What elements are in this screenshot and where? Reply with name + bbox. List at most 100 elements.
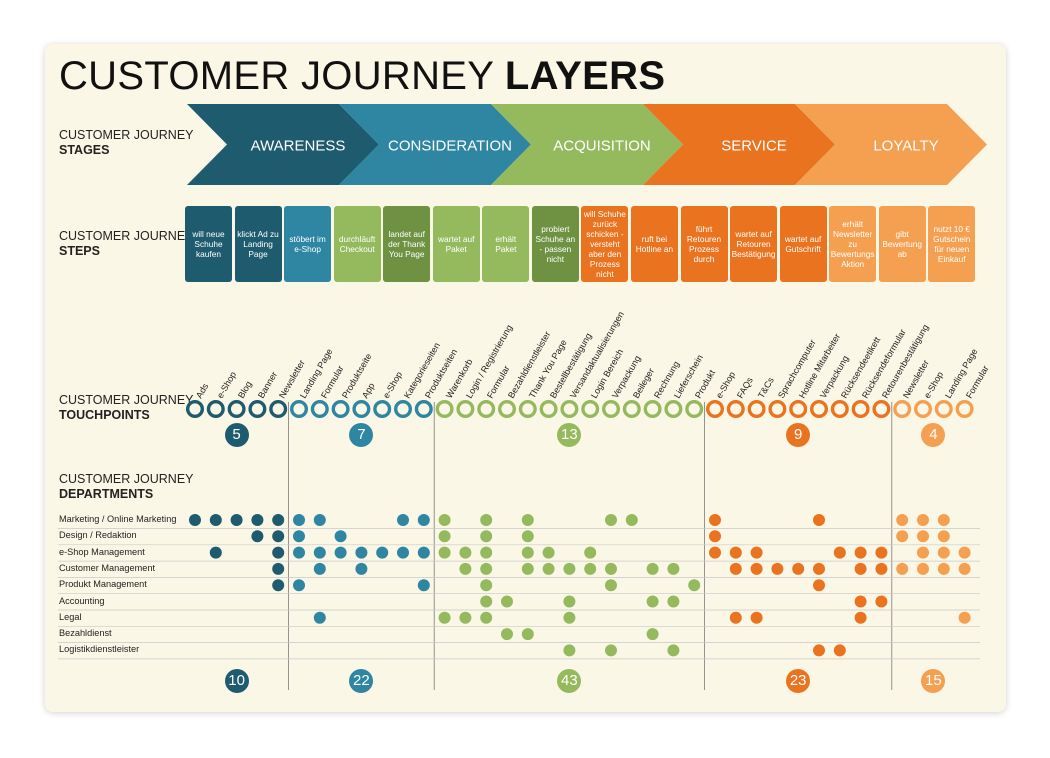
department-label-2: e-Shop Management (59, 546, 145, 557)
department-dot-7-1 (521, 628, 534, 641)
touchpoint-circle-18 (560, 400, 579, 419)
department-dot-1-10 (937, 530, 950, 543)
department-dot-6-0 (313, 611, 326, 624)
department-dot-5-6 (875, 595, 888, 608)
touchpoint-circle-24 (685, 400, 704, 419)
touchpoint-circle-13 (456, 400, 475, 419)
department-dot-0-1 (209, 514, 222, 526)
step-box-15: nutzt 10 € Gutschein für neuen Einkauf (928, 206, 976, 282)
touchpoint-circle-6 (310, 400, 329, 419)
department-dot-0-5 (293, 514, 305, 526)
department-dot-0-14 (709, 514, 721, 526)
step-box-7: probiert Schuhe an - passen nicht (531, 206, 579, 282)
department-dot-3-15 (792, 562, 805, 575)
touchpoint-circle-28 (768, 400, 787, 419)
department-dot-1-9 (917, 530, 929, 543)
department-dot-4-1 (293, 579, 305, 592)
department-dot-6-3 (480, 611, 493, 624)
stage-chevron-3 (643, 104, 835, 185)
department-label-1: Design / Redaktion (59, 530, 137, 541)
touchpoint-count-3: 9 (786, 423, 811, 447)
department-dot-8-0 (563, 644, 576, 657)
touchpoint-circle-30 (810, 400, 829, 419)
department-dot-3-14 (771, 562, 784, 575)
touchpoint-circle-10 (394, 400, 413, 419)
touchpoint-circle-11 (414, 400, 433, 419)
department-dot-5-3 (646, 595, 659, 608)
department-dot-0-10 (480, 514, 493, 526)
touchpoint-circle-22 (643, 400, 662, 419)
department-dot-1-0 (251, 530, 264, 543)
department-dot-0-8 (417, 514, 430, 526)
step-box-8: will Schuhe zurück schicken - versteht a… (581, 206, 629, 282)
department-dot-2-5 (355, 546, 368, 559)
touchpoint-circle-0 (185, 400, 204, 419)
department-dot-2-7 (397, 546, 409, 559)
department-dot-1-1 (272, 530, 285, 543)
page-title: CUSTOMER JOURNEY LAYERS (59, 54, 666, 98)
department-dot-5-4 (667, 595, 680, 608)
department-dot-6-7 (854, 611, 867, 624)
department-dot-0-2 (230, 514, 243, 526)
department-dot-2-19 (854, 546, 867, 559)
department-dot-4-2 (417, 579, 430, 592)
department-dot-3-4 (480, 562, 493, 575)
touchpoint-circle-31 (830, 400, 849, 419)
department-dot-3-21 (937, 562, 950, 575)
department-dot-0-17 (917, 514, 929, 526)
stage-label-0: AWARENESS (251, 138, 346, 155)
department-dot-2-8 (417, 546, 430, 559)
department-dot-3-8 (584, 562, 597, 575)
step-box-11: wartet auf Retouren Bestätigung (730, 206, 778, 282)
department-dot-8-1 (605, 644, 617, 657)
department-dot-5-2 (563, 595, 576, 608)
department-dot-0-12 (605, 514, 617, 526)
step-box-3: durchläuft Checkout (333, 206, 381, 282)
step-box-4: landet auf der Thank You Page (383, 206, 431, 282)
stage-label-4: LOYALTY (873, 138, 938, 155)
department-label-0: Marketing / Online Marketing (59, 514, 177, 524)
department-dot-2-14 (584, 546, 597, 559)
department-label-6: Legal (59, 611, 82, 622)
department-dot-0-7 (397, 514, 409, 526)
department-dot-7-2 (646, 628, 659, 641)
stage-label-1: CONSIDERATION (388, 138, 512, 155)
department-dot-1-2 (293, 530, 305, 543)
step-box-14: gibt Bewertung ab (878, 206, 926, 282)
department-dot-2-13 (542, 546, 555, 559)
step-box-13: erhält Newsletter zu Bewertungs Aktion (829, 206, 877, 282)
department-dot-1-3 (334, 530, 347, 543)
touchpoint-circle-16 (518, 400, 537, 419)
touchpoint-circle-35 (914, 400, 933, 419)
step-box-9: ruft bei Hotline an (630, 206, 678, 282)
department-count-1: 22 (349, 669, 374, 693)
touchpoint-circle-17 (539, 400, 558, 419)
department-dot-6-8 (958, 611, 971, 624)
department-dot-4-4 (605, 579, 617, 592)
department-dot-6-2 (459, 611, 472, 624)
touchpoint-circle-4 (269, 400, 288, 419)
department-dot-2-16 (729, 546, 742, 559)
touchpoint-circle-25 (706, 400, 725, 419)
department-dot-8-2 (667, 644, 680, 657)
department-label-7: Bezahldienst (59, 628, 112, 639)
touchpoint-circle-12 (435, 400, 454, 419)
department-dot-4-0 (272, 579, 285, 592)
touchpoint-circle-21 (622, 400, 641, 419)
touchpoint-circle-36 (934, 400, 953, 419)
department-dot-6-5 (729, 611, 742, 624)
department-dot-0-0 (189, 514, 201, 526)
department-dot-0-3 (251, 514, 264, 526)
stage-label-2: ACQUISITION (553, 138, 651, 155)
department-dot-5-0 (480, 595, 493, 608)
department-dot-2-11 (480, 546, 493, 559)
department-dot-3-19 (896, 562, 909, 575)
department-dot-2-2 (293, 546, 305, 559)
department-dot-2-18 (833, 546, 846, 559)
department-dot-2-23 (958, 546, 971, 559)
department-dot-3-13 (750, 562, 763, 575)
